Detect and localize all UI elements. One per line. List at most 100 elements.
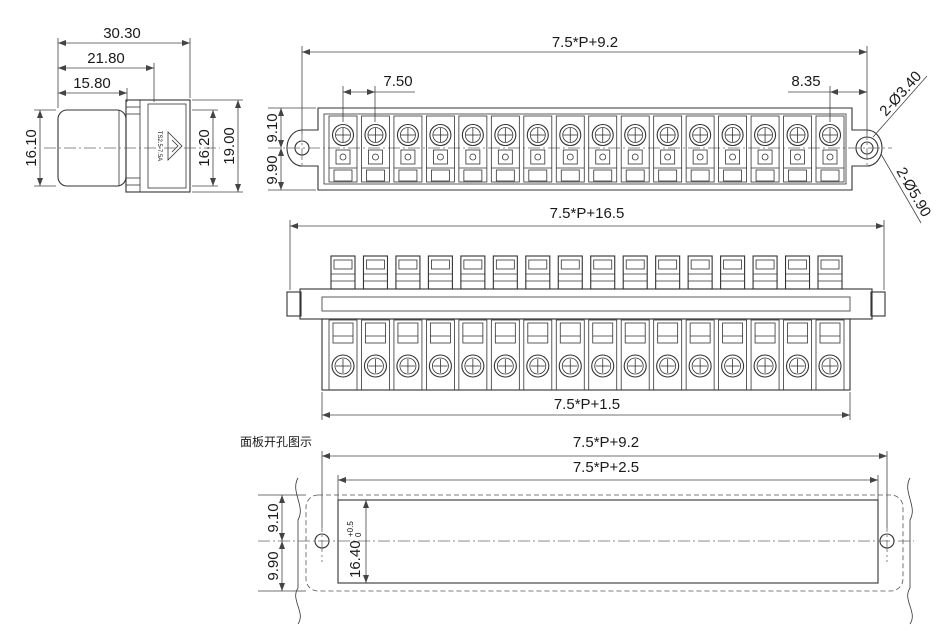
connector-body [125,99,191,193]
screw-inner-ring [529,357,547,375]
wire-entry [400,149,416,165]
screw-head-icon [721,123,744,147]
screw-inner-ring [497,127,514,143]
terminal-clamp [429,322,451,344]
terminal-clamp [624,322,646,344]
wire-entry-hole [664,153,672,161]
cell-notch [820,169,840,182]
screw-inner-ring [529,127,546,143]
screw-inner-ring [627,127,644,143]
dim-hole-spacing: 7.5*P+9.2 [552,34,618,51]
cell-notch [333,169,353,182]
screw-inner-ring [335,127,351,143]
wire-entry-hole [372,153,379,161]
dim-hole-spacing: 7.5*P+9.2 [573,434,639,451]
screw-head-icon [689,123,712,147]
cutout-height-label: 16.40 +0.5 0 [346,521,364,578]
screw-head-icon [624,123,647,147]
terminal-clamp [527,322,549,344]
cap-window [593,259,613,270]
terminal-cell [750,115,780,183]
screw-inner-ring [724,357,741,375]
top-view-terminal [588,115,618,183]
screw-inner-ring [789,127,806,143]
top-view-terminal [815,115,845,183]
terminal-cell [750,319,780,391]
top-view-outline [286,107,883,191]
terminal-clamp [754,322,776,344]
screw-inner-ring [594,357,612,375]
top-view-terminal [490,115,520,183]
screw-head-icon [818,123,842,147]
screw-head-icon [785,354,810,378]
screw-inner-ring [659,127,676,143]
screw-inner-ring [691,357,709,375]
dim-body-length: 21.80 [87,50,125,67]
terminal-clamp [397,322,419,344]
terminal-cell [588,319,618,391]
screw-inner-ring [789,357,806,375]
front-view-terminal [588,319,618,391]
front-view-terminal [523,319,553,391]
terminal-cell [653,115,683,183]
cell-notch [593,169,613,182]
terminal-cell [328,319,358,391]
dim-body-length: 7.5*P+1.5 [554,396,620,413]
wire-entry [497,149,513,165]
cell-notch [723,169,742,182]
terminal-cell [523,319,553,391]
terminal-cell [815,319,845,391]
screw-head-icon [364,123,387,147]
screw-inner-ring [757,127,773,143]
screw-head-icon [558,354,582,378]
wire-entry-hole [436,153,444,161]
wire-entry [368,149,383,165]
cell-notch [463,169,483,182]
screw-head-icon [688,354,712,378]
product-marking: TS2.5-7.5A [156,131,162,161]
cell-notch [528,169,548,182]
side-view: 30.30 21.80 15.80 TS2.5-7.5A 16.10 16.20… [23,25,243,193]
top-view-terminal [653,115,683,183]
front-body-outline [321,318,851,391]
front-view-terminal [393,319,423,391]
leader-line [872,75,928,138]
tolerance-lower: 0 [354,532,363,537]
front-view-terminal-cap [622,255,648,290]
top-view-terminal [523,115,553,183]
front-view-terminal [361,319,390,391]
cell-notch [690,169,710,182]
cap-window [366,259,385,270]
screw-head-icon [591,354,615,378]
dim-cutout-height: 16.40 [347,540,364,578]
terminal-cell [588,115,618,183]
wire-entry [432,149,448,165]
screw-inner-ring [562,127,579,143]
screw-head-icon [461,354,485,378]
top-view-terminal [458,115,488,183]
top-view-terminal [685,115,715,183]
panel-cutout-title: 面板开孔图示 [240,435,312,449]
dim-upper-height: 9.10 [264,113,281,142]
front-view-terminal [425,319,455,391]
wire-entry [530,149,546,165]
wire-entry-hole [566,153,574,161]
top-view-terminal [361,115,390,183]
front-view: 7.5*P+16.5 7.5*P+1.5 [286,205,886,420]
screw-head-icon [493,354,517,378]
terminal-cell [490,115,520,183]
label-plate [147,103,187,189]
dim-end-offset: 8.35 [791,73,820,90]
dim-overall-length: 7.5*P+16.5 [550,205,625,222]
terminal-clamp [462,322,484,344]
cell-notch [398,169,418,182]
cell-notch [788,169,807,182]
screw-head-icon [591,123,614,147]
terminal-cell [685,115,715,183]
wire-entry-hole [469,153,477,161]
terminal-cell [620,115,650,183]
dim-pitch: 7.50 [383,73,412,90]
panel-break-line-left [295,477,301,625]
top-view-terminal [620,115,650,183]
screw-head-icon [526,354,550,378]
